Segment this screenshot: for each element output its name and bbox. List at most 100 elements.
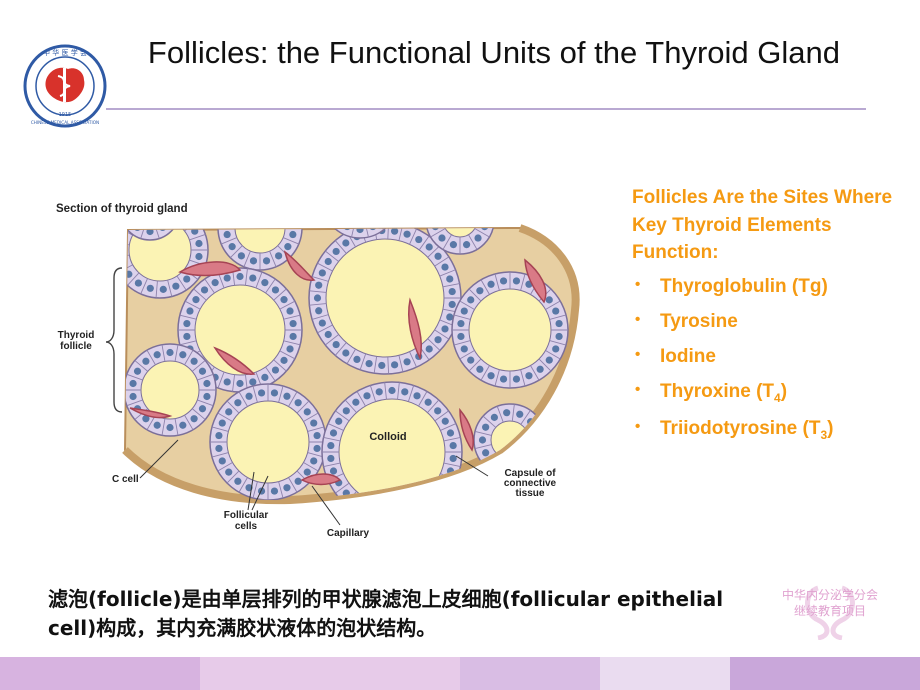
cell-nucleus — [457, 332, 465, 341]
cell-nucleus — [449, 441, 457, 450]
cell-nucleus — [512, 277, 521, 285]
cell-nucleus — [460, 307, 468, 315]
c-cell-label: C cell — [112, 474, 139, 485]
cell-nucleus — [487, 280, 495, 288]
cell-nucleus — [375, 388, 383, 396]
cell-nucleus — [223, 230, 231, 239]
cell-nucleus — [129, 392, 137, 401]
footer-segment — [730, 657, 920, 690]
bullet-icon: • — [635, 418, 641, 436]
cell-nucleus — [552, 307, 560, 315]
cell-nucleus — [183, 217, 190, 224]
cell-nucleus — [159, 285, 167, 293]
cell-nucleus — [441, 479, 449, 487]
cell-nucleus — [463, 192, 470, 199]
cell-nucleus — [446, 313, 454, 321]
cell-nucleus — [388, 386, 396, 395]
cell-nucleus — [289, 230, 297, 239]
cell-nucleus — [190, 357, 198, 365]
cell-nucleus — [310, 457, 318, 465]
cell-nucleus — [284, 206, 291, 213]
cell-nucleus — [401, 388, 409, 396]
cell-nucleus — [476, 287, 484, 295]
cell-nucleus — [333, 180, 340, 185]
cell-nucleus — [203, 379, 211, 388]
cell-nucleus — [125, 228, 133, 230]
cell-nucleus — [223, 274, 231, 282]
cell-nucleus — [183, 319, 191, 328]
cell-nucleus — [324, 330, 332, 339]
cell-nucleus — [215, 431, 223, 440]
cell-nucleus — [223, 378, 231, 386]
cell-nucleus — [218, 457, 226, 465]
cell-nucleus — [261, 279, 269, 287]
colloid — [325, 238, 445, 358]
bullet-icon: • — [635, 310, 641, 328]
cell-nucleus — [289, 319, 297, 328]
cell-nucleus — [134, 189, 141, 196]
cell-nucleus — [327, 454, 335, 463]
cell-nucleus — [533, 442, 541, 451]
cell-nucleus — [228, 243, 236, 251]
cell-nucleus — [250, 192, 257, 199]
key-elements-panel: Follicles Are the Sites Where Key Thyroi… — [632, 184, 912, 457]
cell-nucleus — [249, 378, 257, 386]
cell-nucleus — [318, 269, 326, 277]
cell-nucleus — [313, 294, 322, 302]
cell-nucleus — [431, 228, 439, 231]
cell-nucleus — [203, 392, 211, 401]
colloid — [442, 228, 478, 238]
element-list-item: •Thyroxine (T4) — [632, 382, 912, 404]
cell-nucleus — [166, 348, 174, 357]
cell-nucleus — [237, 252, 245, 260]
cell-nucleus — [446, 275, 454, 283]
cell-nucleus — [234, 399, 242, 407]
cell-nucleus — [142, 357, 150, 365]
element-list-item: • Iodine — [632, 347, 912, 366]
follicle — [451, 271, 569, 389]
colloid — [468, 288, 552, 372]
cell-nucleus — [179, 421, 187, 429]
cell-nucleus — [133, 367, 142, 375]
cell-nucleus — [159, 228, 167, 231]
colloid — [226, 400, 310, 484]
cell-nucleus — [457, 319, 465, 328]
bullet-icon: • — [635, 345, 641, 363]
cell-nucleus — [434, 489, 442, 497]
cell-nucleus — [449, 241, 458, 249]
cell-nucleus — [512, 375, 521, 383]
chinese-medical-association-logo: 中 华 医 学 会 CHINESE MEDICAL ASSOCIATION 19… — [23, 44, 107, 128]
bullet-icon: • — [635, 275, 641, 293]
cell-nucleus — [179, 351, 187, 359]
cell-nucleus — [286, 345, 294, 353]
cell-nucleus — [134, 279, 142, 287]
cell-nucleus — [482, 423, 490, 431]
follicle-brace — [105, 267, 123, 413]
cell-nucleus — [303, 468, 311, 476]
cell-nucleus — [329, 467, 338, 475]
cell-nucleus — [218, 419, 226, 427]
logo-year: 1915 — [59, 112, 72, 118]
element-name-tail: ) — [780, 380, 788, 402]
cell-nucleus — [378, 361, 386, 370]
cell-nucleus — [356, 228, 364, 234]
cell-nucleus — [448, 300, 456, 309]
pointer-lines — [139, 439, 489, 526]
cell-nucleus — [275, 197, 282, 204]
cell-nucleus — [526, 454, 535, 462]
footer-segment — [200, 657, 460, 690]
cell-nucleus — [385, 190, 392, 197]
cell-nucleus — [125, 259, 127, 267]
cell-nucleus — [225, 408, 233, 416]
cell-nucleus — [183, 275, 191, 283]
cell-nucleus — [352, 498, 360, 501]
cell-nucleus — [129, 379, 137, 388]
cell-nucleus — [499, 277, 508, 285]
cell-nucleus — [313, 431, 321, 440]
cell-nucleus — [446, 429, 455, 437]
title-divider — [106, 108, 866, 110]
element-name: Iodine — [660, 345, 716, 367]
